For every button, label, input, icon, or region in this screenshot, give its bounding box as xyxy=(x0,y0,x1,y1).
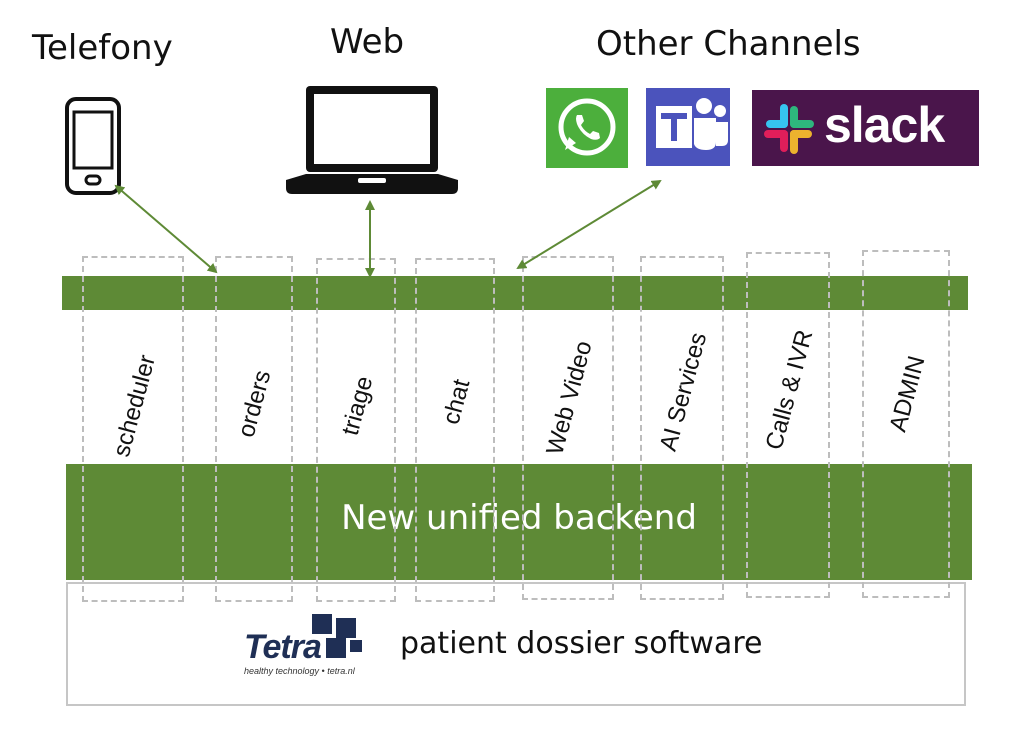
module-column-calls-ivr: Calls & IVR xyxy=(746,252,830,598)
slack-logo xyxy=(752,90,979,166)
unified-backend-bar xyxy=(66,464,972,580)
module-column-orders: orders xyxy=(215,256,293,602)
module-column-admin: ADMIN xyxy=(862,250,950,598)
unified-backend-label: New unified backend xyxy=(341,498,697,538)
slack-icon xyxy=(764,104,814,154)
tetra-logo-text: Tetra xyxy=(244,628,322,666)
tetra-logo-tagline: healthy technology • tetra.nl xyxy=(244,666,355,676)
tetra-logo xyxy=(312,614,362,658)
laptop-icon xyxy=(286,86,458,194)
module-column-chat: chat xyxy=(415,258,495,602)
telefony-arrow xyxy=(114,184,218,274)
slack-wordmark: slack xyxy=(824,97,945,153)
microsoft-teams-icon xyxy=(646,88,730,166)
module-column-ai-services: AI Services xyxy=(640,256,724,600)
module-column-triage: triage xyxy=(316,258,396,602)
whatsapp-icon xyxy=(546,88,628,168)
patient-dossier-box xyxy=(66,582,966,706)
patient-dossier-label: patient dossier software xyxy=(400,626,763,661)
telefony-heading: Telefony xyxy=(32,28,173,68)
other-channels-heading: Other Channels xyxy=(596,24,861,64)
mobile-phone-icon xyxy=(65,97,121,195)
other-channels-arrow xyxy=(516,179,662,270)
channel-integration-bar xyxy=(62,276,968,310)
web-heading: Web xyxy=(330,22,405,62)
